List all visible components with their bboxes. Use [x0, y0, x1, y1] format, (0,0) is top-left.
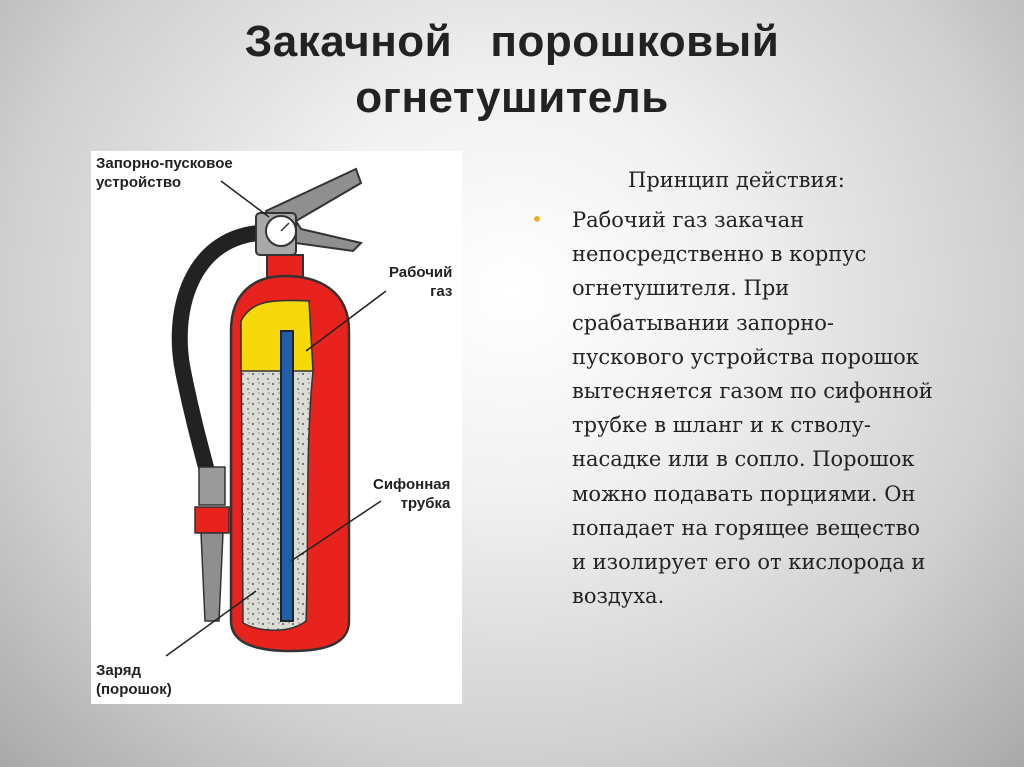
label-siphon-tube: Сифонная трубка	[373, 476, 451, 512]
description-line: воздуха.	[572, 584, 665, 609]
nozzle	[200, 532, 224, 622]
gas-zone	[240, 299, 314, 372]
description-line: непосредственно в корпус	[572, 242, 867, 267]
slide-title: Закачной порошковый огнетушитель	[0, 14, 1024, 126]
siphon-tube	[280, 330, 294, 622]
hose-coupling	[198, 466, 226, 506]
description-line: срабатывании запорно-	[572, 310, 835, 335]
description-line: трубке в шланг и к стволу-	[572, 413, 871, 438]
valve-leader	[220, 180, 270, 218]
nozzle-ring	[194, 506, 230, 534]
description-line: пускового устройства порошок	[572, 344, 919, 369]
description-line: попадает на горящее вещество	[572, 515, 920, 540]
title-line-2: огнетушитель	[355, 73, 669, 122]
powder-charge	[242, 373, 312, 631]
label-working-gas: Рабочий газ	[389, 264, 453, 300]
charge-leader	[165, 590, 257, 657]
label-powder-charge: Заряд (порошок)	[96, 662, 172, 698]
description-line: вытесняется газом по сифонной	[572, 379, 933, 404]
extinguisher-drawing	[165, 167, 387, 657]
gas-leader	[305, 290, 387, 352]
hose	[171, 225, 267, 479]
extinguisher-diagram: Запорно-пусковое устройство Рабочий газ …	[91, 151, 462, 704]
valve-neck	[266, 254, 304, 278]
description-line: Рабочий газ закачан	[572, 208, 805, 232]
principle-heading: Принцип действия:	[628, 168, 845, 192]
bullet-dot-icon: •	[531, 207, 543, 231]
title-line-1: Закачной порошковый	[244, 17, 780, 66]
description-line: можно подавать порциями. Он	[572, 481, 916, 506]
description-line: огнетушителя. При	[572, 276, 790, 301]
principle-description: Рабочий газ закачан непосредственно в ко…	[572, 203, 972, 613]
label-valve: Запорно-пусковое устройство	[96, 155, 233, 191]
description-line: и изолирует его от кислорода и	[572, 550, 926, 575]
description-line: насадке или в сопло. Порошок	[572, 447, 915, 472]
siphon-leader	[290, 500, 382, 562]
